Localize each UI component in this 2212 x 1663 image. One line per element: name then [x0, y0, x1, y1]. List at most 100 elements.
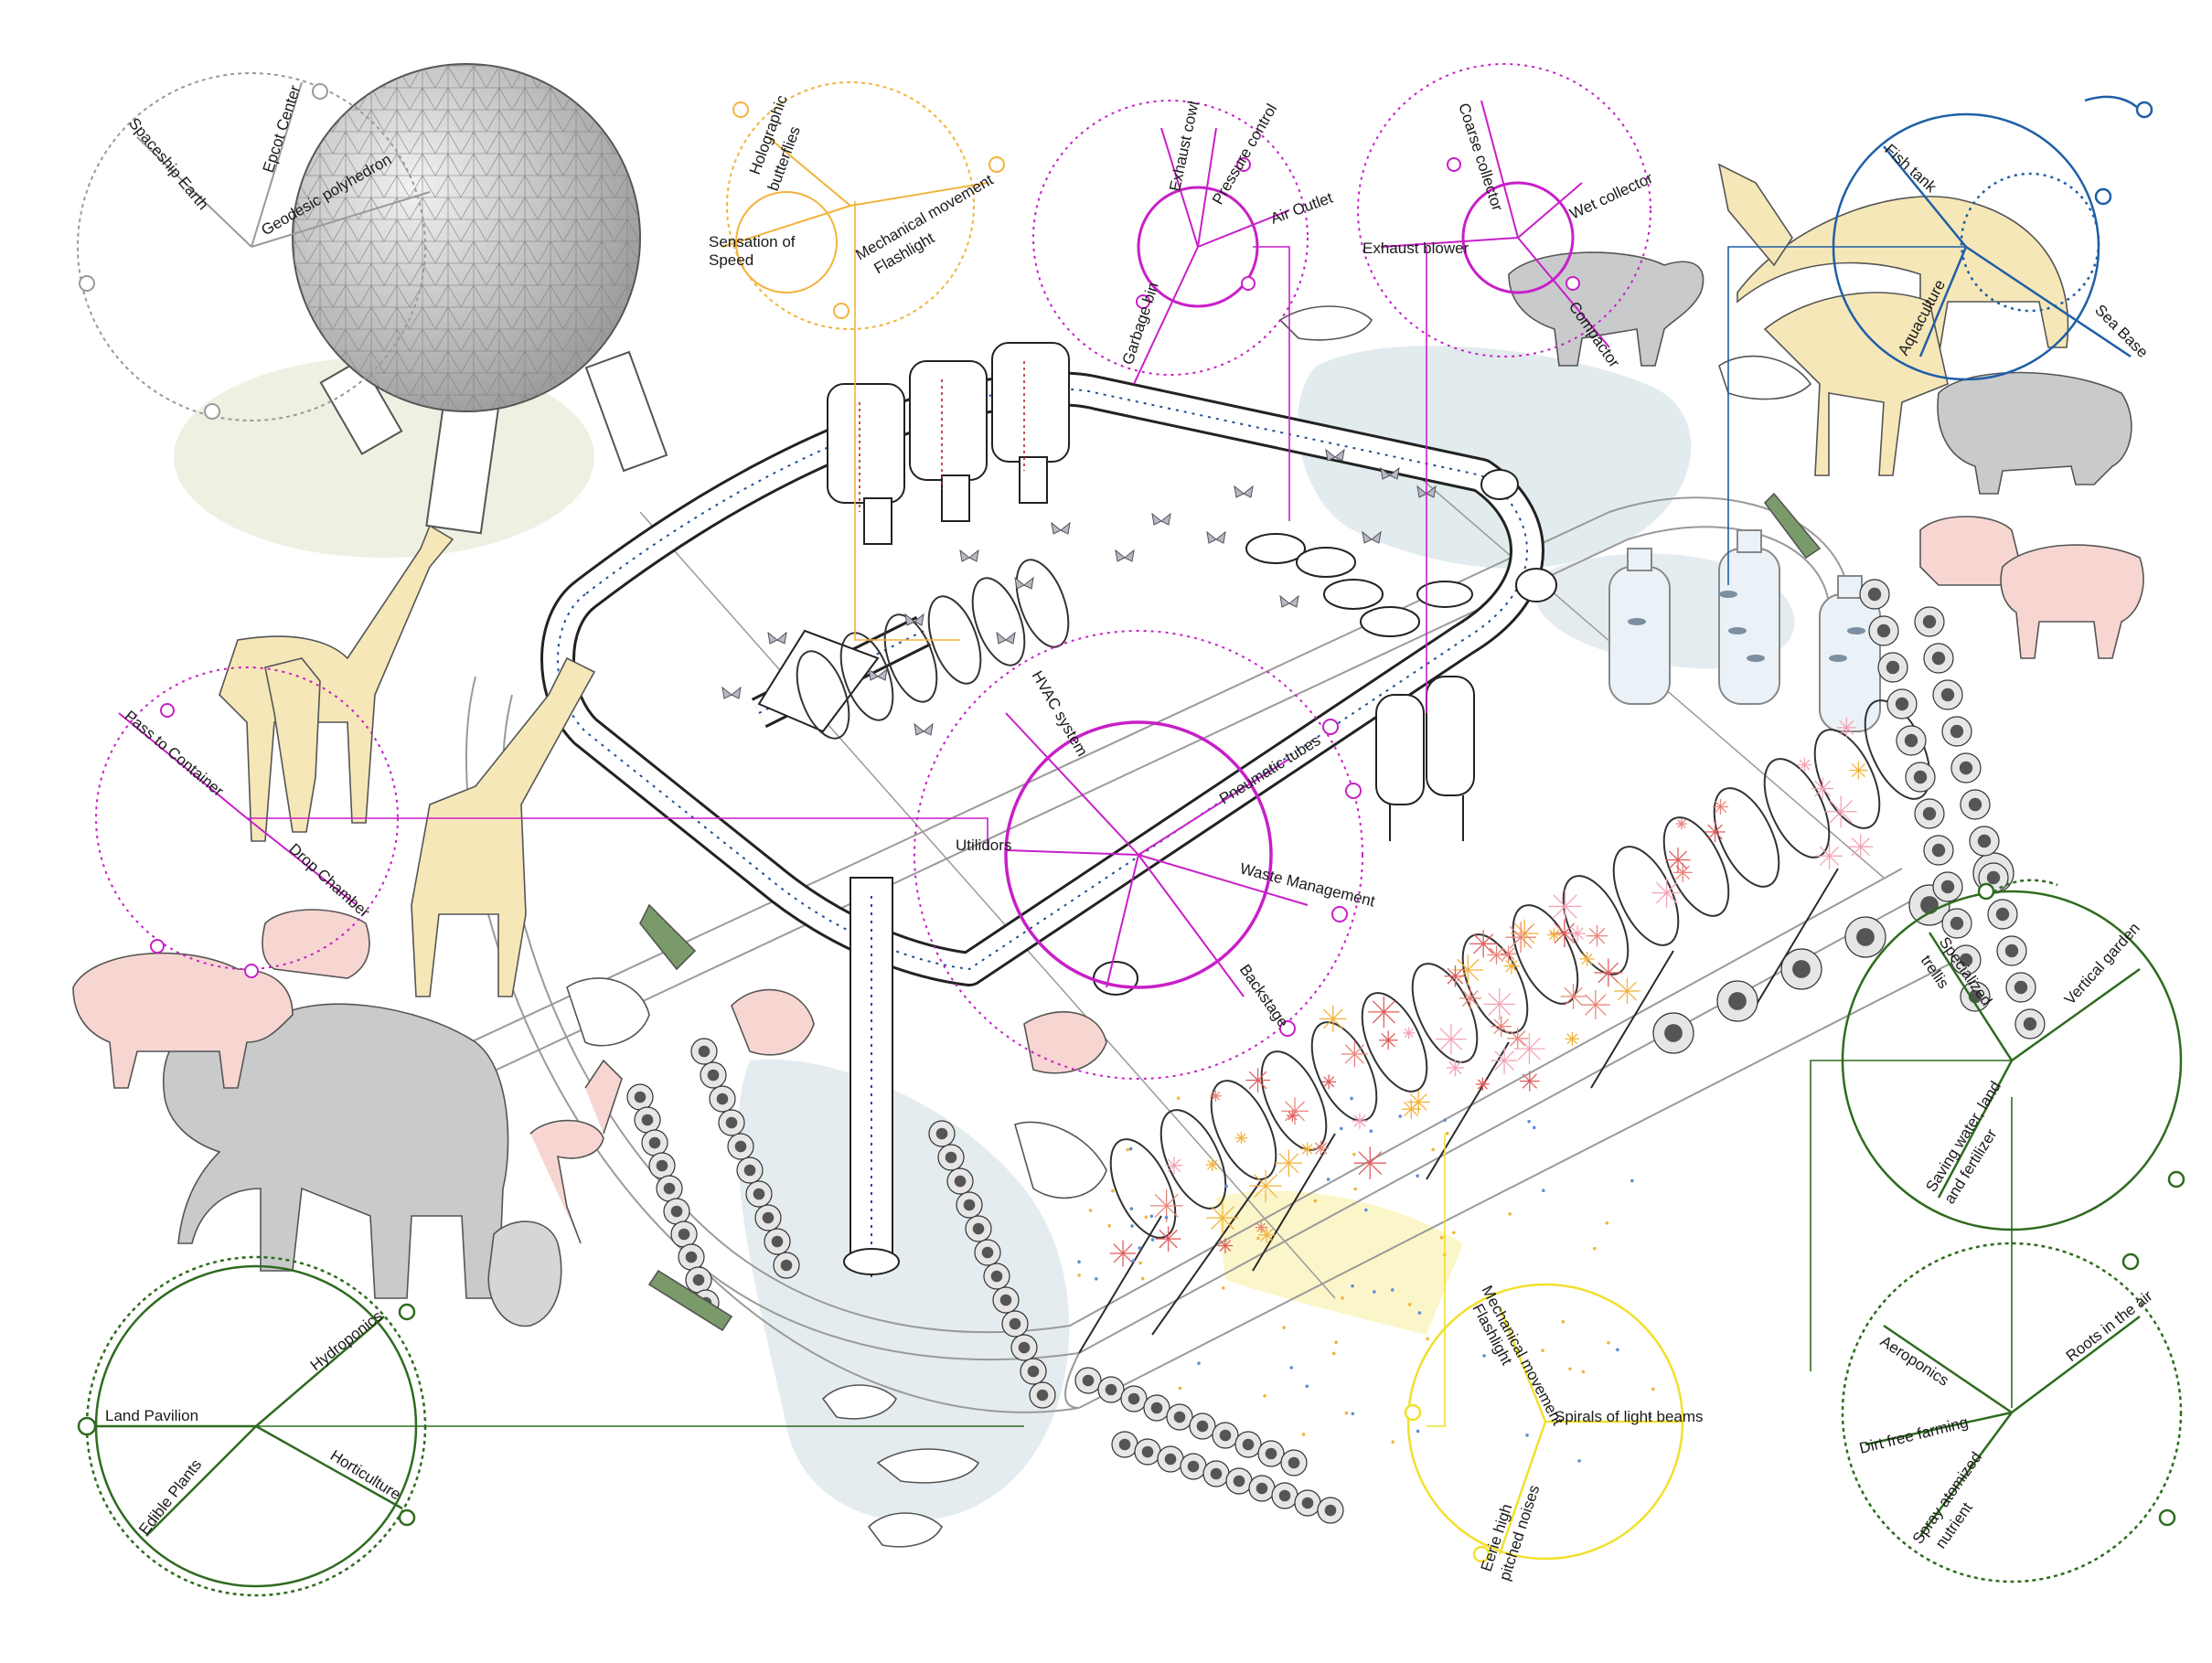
sparkle: [1334, 1340, 1338, 1345]
sparkle: [1352, 1152, 1356, 1157]
light-burst-icon: [1476, 1077, 1490, 1092]
goose-icon: [876, 1448, 980, 1484]
sparkle: [1651, 1387, 1655, 1391]
callout-blue: [1832, 95, 2153, 381]
sparkle: [1313, 1199, 1318, 1203]
label-pressure-control: Pressure control: [1209, 101, 1280, 208]
label-epcot-center: Epcot Center: [260, 83, 305, 176]
plant-core: [945, 1151, 957, 1164]
label-wet-collector: Wet collector: [1567, 169, 1656, 223]
plant-core: [1324, 1504, 1337, 1517]
sparkle: [1351, 1412, 1355, 1416]
fish-icon: [1628, 618, 1646, 625]
sparkle: [1129, 1207, 1134, 1210]
butterfly-icon: [904, 613, 924, 626]
label-spirals-of-light-beams: Spirals of light beams: [1555, 1408, 1704, 1425]
label-waste-management: Waste Management: [1238, 859, 1377, 910]
light-burst-icon: [1401, 1099, 1422, 1119]
light-ring: [1612, 846, 1680, 946]
plant-core: [1950, 916, 1964, 931]
sparkle: [1364, 1208, 1368, 1212]
canisters-top: [827, 342, 1070, 545]
plant-core: [663, 1182, 676, 1195]
sparkle: [1341, 1295, 1344, 1300]
hvac-ring: [883, 613, 938, 703]
callout-orange: [721, 81, 1005, 330]
sparkle: [1126, 1147, 1129, 1152]
plant-core: [1036, 1389, 1049, 1402]
sparkle: [1107, 1223, 1111, 1228]
light-burst-icon: [1353, 1146, 1386, 1179]
plant-core: [1233, 1475, 1245, 1487]
light-ring: [1512, 904, 1579, 1005]
light-burst-icon: [1205, 1157, 1219, 1172]
sparkle: [1149, 1214, 1154, 1219]
sparkle: [1525, 1434, 1529, 1437]
light-burst-icon: [1503, 958, 1520, 975]
light-burst-icon: [1836, 718, 1857, 738]
label-garbage-bin: Garbage bin: [1119, 280, 1162, 367]
sparkle: [1369, 1129, 1373, 1134]
sparkle: [1443, 1118, 1447, 1122]
plant-core: [1950, 724, 1964, 739]
plant-core: [935, 1127, 948, 1140]
sparkle: [1630, 1178, 1634, 1183]
butterfly-icon: [721, 686, 742, 699]
light-burst-icon: [1444, 965, 1467, 987]
callout-epcot: [77, 72, 431, 421]
sparkle: [1326, 1178, 1330, 1181]
sparkle: [1532, 1125, 1536, 1130]
sparkle: [1508, 1212, 1512, 1216]
sparkle: [1164, 1215, 1169, 1220]
light-burst-icon: [1651, 878, 1682, 908]
sparkle: [1561, 1319, 1565, 1324]
sparkle: [1224, 1184, 1228, 1189]
light-burst-icon: [1378, 1030, 1398, 1050]
butterfly-icon: [1206, 530, 1226, 544]
butterflies: [721, 448, 1865, 736]
light-burst-icon: [1665, 847, 1691, 873]
flamingo-icon: [529, 1059, 623, 1244]
plant-core: [1187, 1460, 1200, 1473]
butterfly-icon: [1380, 466, 1400, 480]
plant-core: [1164, 1453, 1177, 1466]
plant-core: [1301, 1497, 1314, 1509]
butterfly-icon: [868, 667, 888, 681]
light-burst-icon: [1704, 821, 1726, 842]
butterfly-icon: [1279, 594, 1299, 608]
light-burst-icon: [1149, 1189, 1183, 1222]
light-burst-icon: [1341, 1040, 1368, 1068]
label-horticulture: Horticulture: [327, 1446, 404, 1503]
plant-core: [2023, 1017, 2037, 1031]
bear-icon: [1508, 251, 1704, 367]
sparkle: [1605, 1221, 1609, 1225]
plant-core: [692, 1274, 705, 1286]
light-ring: [1813, 729, 1881, 829]
butterfly-icon: [1234, 485, 1254, 498]
light-burst-icon: [1487, 945, 1506, 965]
butterfly-icon: [1051, 521, 1071, 535]
plant-core: [707, 1069, 720, 1082]
light-burst-icon: [1436, 1023, 1467, 1055]
sparkle: [1331, 1351, 1336, 1356]
plant-core: [1792, 960, 1811, 978]
light-ring: [1411, 963, 1479, 1063]
plant-core: [678, 1228, 690, 1241]
plant-core: [1219, 1429, 1232, 1442]
plant-core: [1278, 1489, 1291, 1502]
light-burst-icon: [1483, 988, 1515, 1020]
light-burst-icon: [1713, 798, 1729, 815]
plant-core: [954, 1175, 967, 1188]
sparkle: [1482, 1354, 1486, 1358]
sparkle: [1221, 1285, 1225, 1290]
light-burst-icon: [1255, 1221, 1267, 1233]
plant-core: [1959, 761, 1973, 775]
bird-icon: [1718, 355, 1812, 400]
light-burst-icon: [1245, 1068, 1270, 1093]
sparkle: [1353, 1187, 1357, 1191]
hvac-ring: [971, 577, 1026, 666]
light-burst-icon: [1469, 930, 1498, 958]
light-bursts: [1077, 718, 1874, 1463]
sparkle: [1131, 1259, 1136, 1263]
label-edible-plants: Edible Plants: [135, 1456, 205, 1539]
